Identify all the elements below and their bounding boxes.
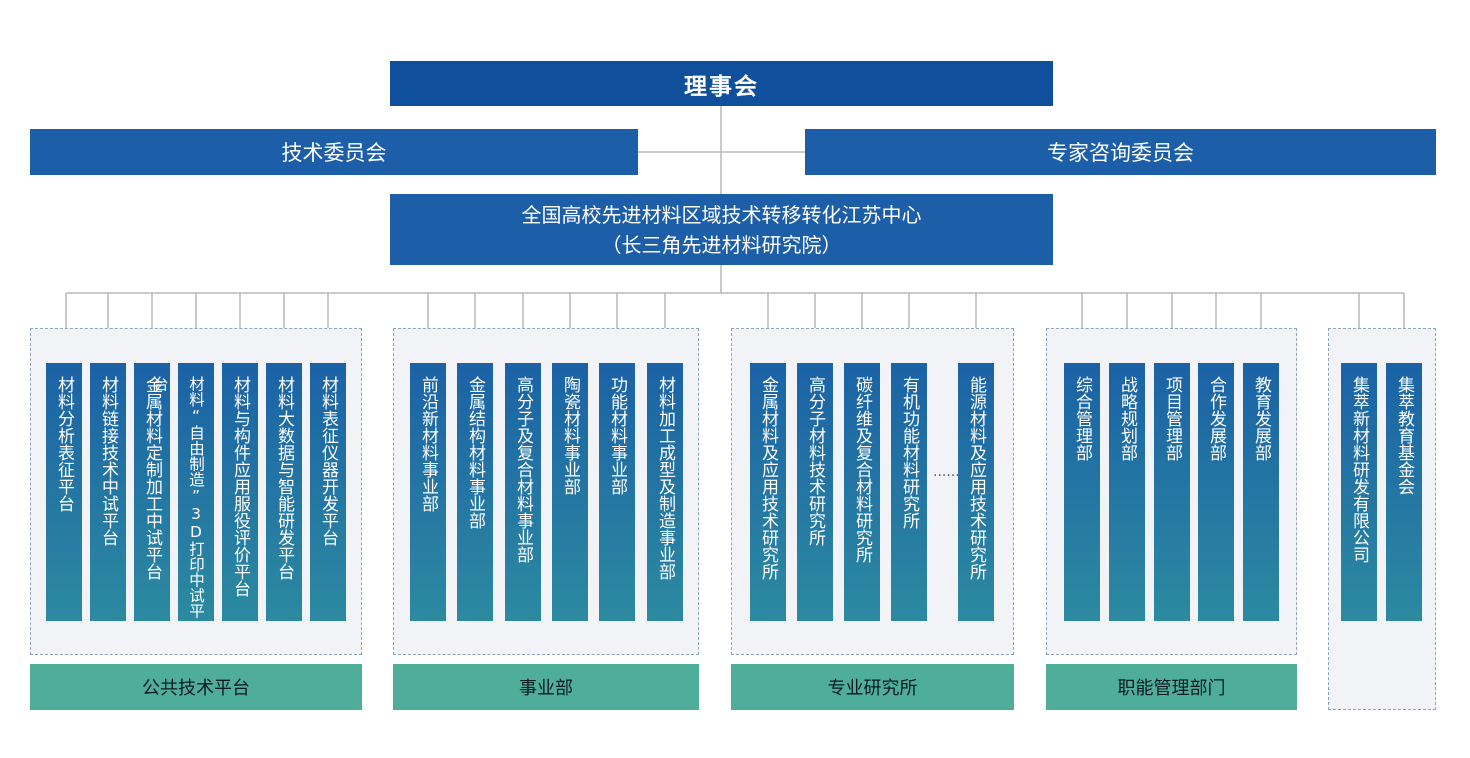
unit-box: 高分子材料技术研究所 [797,363,833,621]
unit-box: 教育发展部 [1243,363,1279,621]
unit-box: 前沿新材料事业部 [410,363,446,621]
board-box: 理事会 [390,61,1053,106]
unit-label: 材料分析表征平台 [54,376,74,512]
unit-box: 综合管理部 [1064,363,1100,621]
unit-label: 陶瓷材料事业部 [560,376,580,495]
unit-box: 材料“自由制造”3D打印中试平台 [151,363,214,621]
unit-label: 能源材料及应用技术研究所 [966,376,986,580]
tech-committee-label: 技术委员会 [281,141,387,165]
unit-box: 项目管理部 [1154,363,1190,621]
group-label-business-division: 事业部 [393,664,699,710]
unit-box: 合作发展部 [1198,363,1234,621]
unit-box: 有机功能材料研究所 [891,363,927,621]
unit-box: 材料表征仪器开发平台 [310,363,346,621]
unit-box: 材料分析表征平台 [46,363,82,621]
unit-label: 集萃教育基金会 [1394,376,1414,495]
unit-box: 材料链接技术中试平台 [90,363,126,621]
unit-label: 材料大数据与智能研发平台 [274,376,294,580]
group-label-research-institute: 专业研究所 [731,664,1014,710]
unit-label: 金属结构材料事业部 [465,376,485,529]
unit-label: 金属材料及应用技术研究所 [758,376,778,580]
unit-label: 教育发展部 [1251,376,1271,461]
unit-label: 材料“自由制造”3D打印中试平台 [151,376,205,619]
unit-label: 金属材料定制加工中试平台 [142,376,162,580]
unit-box: 材料大数据与智能研发平台 [266,363,302,621]
unit-box: 集萃教育基金会 [1386,363,1422,621]
unit-label: 项目管理部 [1162,376,1182,461]
unit-label: 高分子材料技术研究所 [805,376,825,546]
tech-committee-box: 技术委员会 [30,129,638,175]
unit-box: 能源材料及应用技术研究所 [958,363,994,621]
board-label: 理事会 [684,73,759,100]
unit-label: 集萃新材料研发有限公司 [1349,376,1369,563]
unit-label: 合作发展部 [1206,376,1226,461]
unit-label: 综合管理部 [1072,376,1092,461]
unit-box: 高分子及复合材料事业部 [505,363,541,621]
unit-label: 碳纤维及复合材料研究所 [852,376,872,563]
unit-box: 金属结构材料事业部 [457,363,493,621]
unit-label: 有机功能材料研究所 [899,376,919,529]
unit-box: 战略规划部 [1109,363,1145,621]
unit-label: 功能材料事业部 [607,376,627,495]
unit-box: 材料与构件应用服役评价平台 [222,363,258,621]
center-subtitle: （长三角先进材料研究院） [601,232,842,257]
unit-box: 集萃新材料研发有限公司 [1341,363,1377,621]
unit-box: 碳纤维及复合材料研究所 [844,363,880,621]
unit-label: 材料链接技术中试平台 [98,376,118,546]
unit-label: 战略规划部 [1117,376,1137,461]
unit-label: 材料与构件应用服役评价平台 [230,376,250,597]
expert-committee-box: 专家咨询委员会 [805,129,1436,175]
expert-committee-label: 专家咨询委员会 [1047,141,1194,165]
unit-label: 材料表征仪器开发平台 [318,376,338,546]
unit-box: 陶瓷材料事业部 [552,363,588,621]
unit-box: 金属材料定制加工中试平台 [134,363,170,621]
center-box: 全国高校先进材料区域技术转移转化江苏中心 （长三角先进材料研究院） [390,194,1053,265]
unit-box: 材料加工成型及制造事业部 [647,363,683,621]
unit-box: 功能材料事业部 [599,363,635,621]
group-label-public-platform: 公共技术平台 [30,664,362,710]
center-title: 全国高校先进材料区域技术转移转化江苏中心 [521,202,922,227]
group-label-management-dept: 职能管理部门 [1046,664,1297,710]
unit-label: 前沿新材料事业部 [418,376,438,512]
ellipsis: ...... [933,464,960,480]
unit-label: 高分子及复合材料事业部 [513,376,533,563]
unit-label: 材料加工成型及制造事业部 [655,376,675,580]
unit-box: 金属材料及应用技术研究所 [750,363,786,621]
